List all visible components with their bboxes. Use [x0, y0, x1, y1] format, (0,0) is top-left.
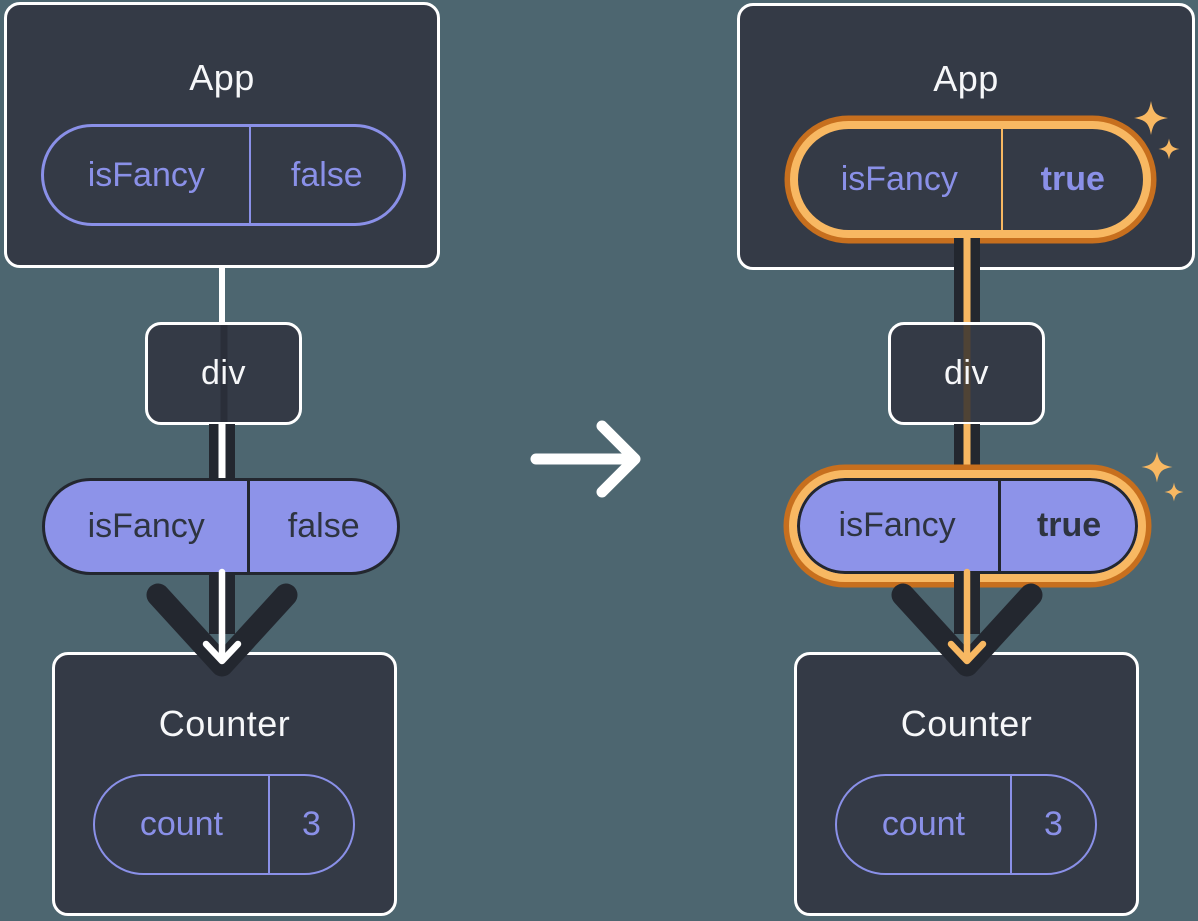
right-counter-state-pill: count 3 — [835, 774, 1097, 875]
right-counter-component-box: Counter count 3 — [794, 652, 1139, 916]
sparkle-icon — [1141, 451, 1184, 502]
left-props-arrow-icon — [146, 568, 298, 677]
right-app-component-box: App isFancy true — [737, 3, 1195, 270]
pill-label: isFancy — [838, 506, 956, 544]
sparkle-icon — [1134, 101, 1180, 160]
pill-value: true — [997, 477, 1138, 574]
pill-value: true — [1001, 128, 1142, 230]
left-counter-title: Counter — [158, 703, 291, 744]
pill-value: false — [248, 127, 403, 223]
left-div-pill-connector — [209, 424, 235, 481]
right-app-state-pill-highlighted: isFancy true — [789, 120, 1151, 238]
pill-label: count — [881, 805, 966, 843]
pill-label: isFancy — [840, 159, 958, 198]
pill-value: false — [247, 481, 397, 572]
left-div-ghost-line — [220, 325, 227, 422]
left-connector-core — [218, 424, 226, 481]
pill-value: 3 — [1009, 776, 1095, 873]
right-connector-core — [963, 238, 971, 322]
pill-label: count — [139, 805, 224, 843]
arrow-core-head — [947, 640, 987, 665]
right-connector-core — [963, 424, 971, 481]
arrow-chevron-dark — [146, 583, 298, 677]
left-div-box: div — [145, 322, 302, 425]
right-div-box: div — [888, 322, 1045, 425]
left-app-component-box: App isFancy false — [4, 2, 440, 268]
left-app-div-connector-line — [219, 258, 225, 328]
arrow-core-head — [202, 640, 242, 665]
right-app-title: App — [933, 58, 999, 99]
left-props-pill: isFancy false — [42, 478, 400, 575]
left-app-state-pill: isFancy false — [41, 124, 406, 226]
right-props-arrow-icon — [891, 568, 1043, 677]
right-app-div-connector — [954, 238, 980, 322]
left-app-title: App — [189, 57, 255, 98]
right-div-label: div — [944, 354, 989, 392]
right-div-ghost-line — [963, 325, 970, 422]
left-div-label: div — [201, 354, 246, 392]
left-counter-component-box: Counter count 3 — [52, 652, 397, 916]
left-counter-state-pill: count 3 — [93, 774, 355, 875]
transition-arrow-icon — [530, 420, 641, 498]
arrow-chevron-dark — [891, 583, 1043, 677]
pill-label: isFancy — [87, 507, 205, 545]
pill-value: 3 — [267, 776, 353, 873]
pill-label: isFancy — [87, 155, 205, 194]
right-counter-title: Counter — [900, 703, 1033, 744]
